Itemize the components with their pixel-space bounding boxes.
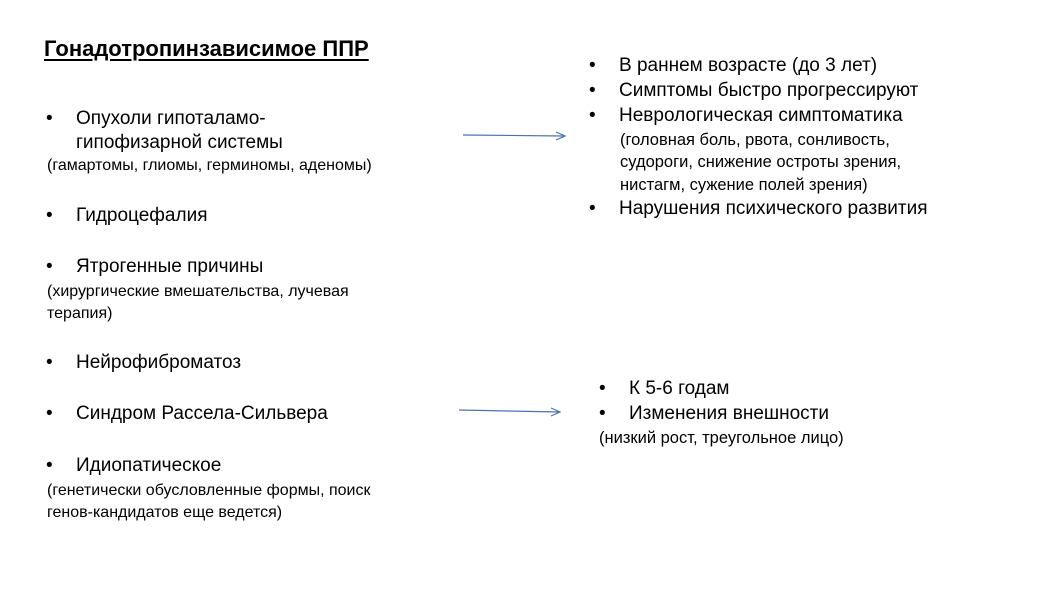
bullet-icon: • xyxy=(589,80,596,101)
neurofibromatosis-label: Нейрофиброматоз xyxy=(76,352,242,373)
bullet-icon: • xyxy=(599,403,606,424)
bullet-icon: • xyxy=(589,198,596,219)
page-title: Гонадотропинзависимое ППР xyxy=(44,36,369,61)
appearance-changes-label: Изменения внешности xyxy=(629,403,830,424)
bullet-icon: • xyxy=(46,455,53,476)
bullet-icon: • xyxy=(46,108,53,129)
iatrogenic-note-line1: (хирургические вмешательства, лучевая xyxy=(47,283,349,300)
iatrogenic-note-line2: терапия) xyxy=(47,305,113,322)
bullet-icon: • xyxy=(46,205,53,226)
appearance-changes-note: (низкий рост, треугольное лицо) xyxy=(599,429,844,447)
arrow-right-icon xyxy=(462,131,567,141)
idiopathic-note-line1: (генетически обусловленные формы, поиск xyxy=(47,482,371,499)
neuro-symptoms-note-line2: судороги, снижение остроты зрения, xyxy=(620,153,902,171)
bullet-icon: • xyxy=(589,105,596,126)
bullet-icon: • xyxy=(589,55,596,76)
russell-silver-label: Синдром Рассела-Сильвера xyxy=(76,403,328,424)
early-age-label: В раннем возрасте (до 3 лет) xyxy=(619,55,878,76)
hydrocephalus-label: Гидроцефалия xyxy=(76,205,208,226)
neuro-symptoms-note-line1: (головная боль, рвота, сонливость, xyxy=(620,131,890,149)
fast-progress-label: Симптомы быстро прогрессируют xyxy=(619,80,919,101)
arrow-right-icon xyxy=(458,407,562,417)
age-5-6-label: К 5-6 годам xyxy=(629,378,730,399)
idiopathic-label: Идиопатическое xyxy=(76,455,222,476)
tumors-label-line1: Опухоли гипоталамо- xyxy=(76,108,266,129)
tumors-note: (гамартомы, глиомы, герминомы, аденомы) xyxy=(47,157,372,174)
mental-development-label: Нарушения психического развития xyxy=(619,198,928,219)
tumors-label-line2: гипофизарной системы xyxy=(76,132,283,153)
neuro-symptoms-label: Неврологическая симптоматика xyxy=(619,105,903,126)
bullet-icon: • xyxy=(599,378,606,399)
bullet-icon: • xyxy=(46,256,53,277)
bullet-icon: • xyxy=(46,403,53,424)
iatrogenic-label: Ятрогенные причины xyxy=(76,256,264,277)
idiopathic-note-line2: генов-кандидатов еще ведется) xyxy=(47,504,283,521)
neuro-symptoms-note-line3: нистагм, сужение полей зрения) xyxy=(620,176,868,194)
bullet-icon: • xyxy=(46,352,53,373)
